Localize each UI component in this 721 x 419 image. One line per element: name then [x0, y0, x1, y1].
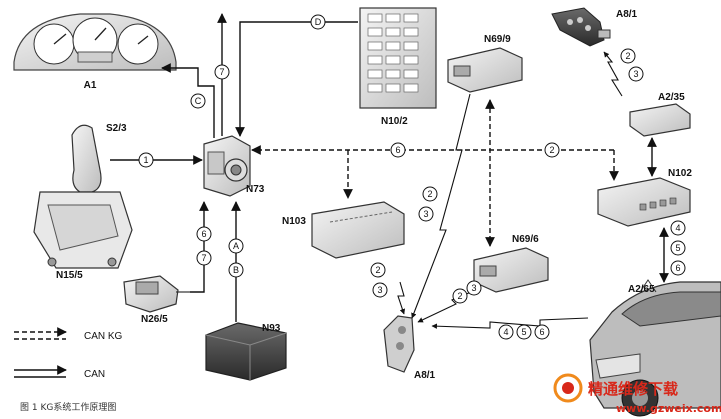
- module-n102: [597, 177, 691, 227]
- watermark-logo-icon: [553, 373, 583, 403]
- markers: 1 C 7 D 6 2 2 3 6 7 A B 2 3 2 3 2 3 4 5 …: [138, 14, 686, 340]
- svg-text:6: 6: [675, 263, 680, 273]
- link-n26-5-to-n73: [190, 201, 209, 293]
- marker-5-bot: 5: [670, 240, 686, 256]
- marker-6-bot: 6: [670, 260, 686, 276]
- marker-3-n103: 3: [372, 282, 388, 298]
- svg-text:3: 3: [633, 69, 638, 79]
- marker-3-top: 3: [628, 66, 644, 82]
- marker-2-top: 2: [620, 48, 636, 64]
- marker-7-left: 7: [196, 250, 212, 266]
- svg-text:6: 6: [201, 229, 206, 239]
- svg-text:3: 3: [471, 283, 476, 293]
- connections: [110, 13, 669, 322]
- svg-text:2: 2: [549, 145, 554, 155]
- marker-4-car: 4: [498, 324, 514, 340]
- label-n69-9: N69/9: [484, 34, 511, 45]
- svg-text:5: 5: [675, 243, 680, 253]
- marker-2-bus: 2: [544, 142, 560, 158]
- svg-text:2: 2: [625, 51, 630, 61]
- label-n26-5: N26/5: [141, 314, 168, 325]
- marker-4-bot: 4: [670, 220, 686, 236]
- marker-2-n69-6: 2: [452, 288, 468, 304]
- figure-caption: 图 1 KG系统工作原理图: [20, 401, 116, 413]
- svg-text:3: 3: [423, 209, 428, 219]
- wireless-car-to-handle: [431, 317, 589, 329]
- module-n10-2: [359, 7, 437, 109]
- label-a8-1-key: A8/1: [616, 9, 638, 20]
- svg-text:A: A: [233, 241, 239, 251]
- car-illustration: [589, 279, 721, 417]
- module-n69-9: [447, 47, 523, 93]
- svg-text:4: 4: [675, 223, 680, 233]
- gear-selector-s2-3: [33, 124, 133, 269]
- label-a1: A1: [84, 80, 97, 91]
- svg-text:1: 1: [143, 155, 148, 165]
- svg-text:4: 4: [503, 327, 508, 337]
- legend-can-kg-text: CAN KG: [84, 331, 123, 342]
- label-a2-35: A2/35: [658, 92, 685, 103]
- watermark-logo-core-icon: [562, 382, 574, 394]
- watermark-url: www.gzweix.com: [616, 402, 721, 415]
- svg-text:6: 6: [539, 327, 544, 337]
- wireless-n69-9-to-handle: [411, 93, 471, 319]
- label-n10-2: N10/2: [381, 116, 408, 127]
- legend: CAN KG CAN: [14, 327, 123, 380]
- label-s2-3: S2/3: [106, 123, 127, 134]
- label-n15-5: N15/5: [56, 270, 83, 281]
- label-n93: N93: [262, 323, 281, 334]
- svg-text:D: D: [315, 17, 322, 27]
- svg-text:2: 2: [427, 189, 432, 199]
- marker-d: D: [310, 14, 326, 30]
- marker-5-car: 5: [516, 324, 532, 340]
- label-a2-65: A2/65: [628, 284, 655, 295]
- marker-3-diag: 3: [418, 206, 434, 222]
- marker-6-car: 6: [534, 324, 550, 340]
- marker-a: A: [228, 238, 244, 254]
- link-n73-to-a1: [161, 63, 215, 138]
- marker-b: B: [228, 262, 244, 278]
- marker-7-up: 7: [214, 64, 230, 80]
- svg-text:5: 5: [521, 327, 526, 337]
- svg-text:B: B: [233, 265, 239, 275]
- svg-text:2: 2: [457, 291, 462, 301]
- svg-text:7: 7: [219, 67, 224, 77]
- marker-c: C: [190, 93, 206, 109]
- instrument-cluster-a1: [13, 13, 177, 71]
- key-fob-a8-1: [551, 7, 611, 47]
- ignition-switch-n73: [203, 135, 251, 197]
- label-n102: N102: [668, 168, 692, 179]
- svg-text:6: 6: [395, 145, 400, 155]
- link-n10-2-to-n73: [235, 21, 358, 137]
- wireless-a2-35-to-fob: [603, 51, 623, 97]
- label-n69-6: N69/6: [512, 234, 539, 245]
- legend-can-text: CAN: [84, 369, 105, 380]
- marker-6-bus: 6: [390, 142, 406, 158]
- svg-text:3: 3: [377, 285, 382, 295]
- module-n103: [311, 201, 405, 259]
- label-a8-1-handle: A8/1: [414, 370, 436, 381]
- wireless-links: [397, 51, 623, 329]
- door-handle-a8-1: [383, 315, 415, 373]
- watermark-title: 精通维修下载: [588, 380, 678, 398]
- svg-text:7: 7: [201, 253, 206, 263]
- label-n103: N103: [282, 216, 306, 227]
- can-kg-bus: [251, 99, 619, 247]
- watermark: 精通维修下载 www.gzweix.com: [553, 373, 721, 415]
- module-n69-6: [473, 247, 549, 293]
- svg-text:2: 2: [375, 265, 380, 275]
- label-n73: N73: [246, 184, 265, 195]
- marker-2-diag: 2: [422, 186, 438, 202]
- marker-3-n69-6: 3: [466, 280, 482, 296]
- marker-2-n103: 2: [370, 262, 386, 278]
- marker-6-left: 6: [196, 226, 212, 242]
- marker-1: 1: [138, 152, 154, 168]
- antenna-a2-35: [629, 103, 691, 137]
- svg-text:C: C: [195, 96, 202, 106]
- module-n26-5: [123, 275, 190, 313]
- module-n93: [205, 322, 287, 381]
- wireless-n103-to-handle: [397, 281, 406, 315]
